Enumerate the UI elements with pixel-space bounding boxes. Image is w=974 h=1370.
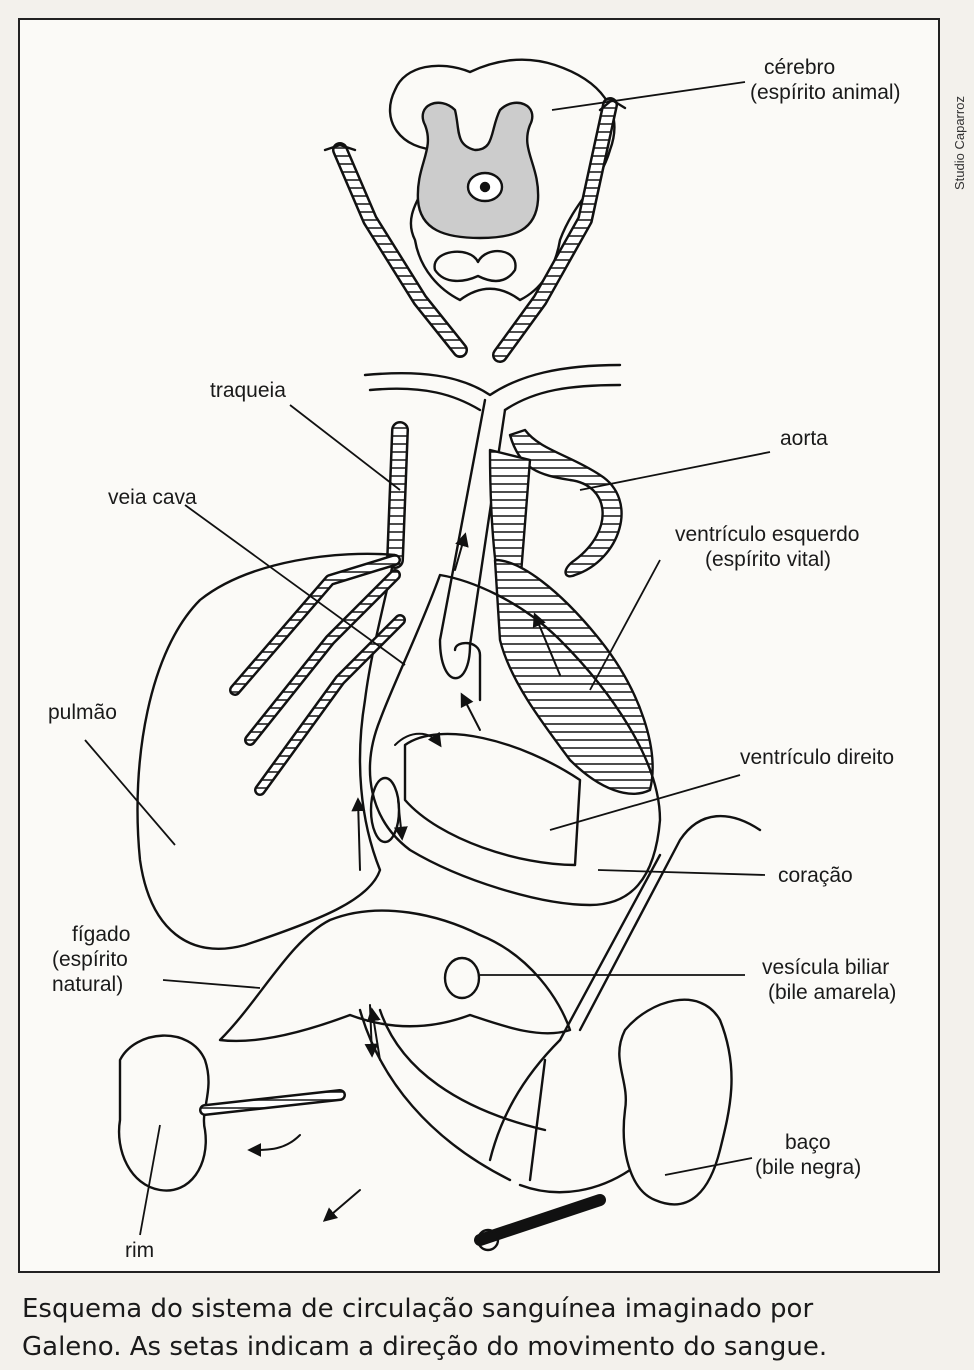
arrow-lower: [325, 1190, 360, 1220]
left-ventricle: [495, 560, 653, 794]
label-coracao-text: coração: [778, 863, 853, 888]
label-aorta-text: aorta: [780, 426, 828, 451]
label-ventriculo-direito-text: ventrículo direito: [740, 745, 894, 770]
label-pulmao: pulmão: [48, 700, 117, 725]
septum-pore: [371, 778, 399, 842]
label-ventriculo-direito: ventrículo direito: [740, 745, 894, 770]
arrow-valve: [462, 695, 480, 730]
gallbladder: [445, 958, 479, 998]
portal-vessels: [360, 1010, 560, 1180]
label-baco: baço (bile negra): [755, 1130, 861, 1180]
label-ventriculo-esquerdo: ventrículo esquerdo (espírito vital): [675, 522, 859, 572]
figure-caption: Esquema do sistema de circulação sanguín…: [22, 1290, 962, 1366]
label-rim-text: rim: [125, 1238, 154, 1263]
label-baco-line2: (bile negra): [755, 1155, 861, 1180]
right-ventricle: [405, 734, 580, 865]
label-aorta: aorta: [780, 426, 828, 451]
caption-line1: Esquema do sistema de circulação sanguín…: [22, 1290, 962, 1328]
label-rim: rim: [125, 1238, 154, 1263]
label-traqueia-text: traqueia: [210, 378, 286, 403]
brain-lobes: [435, 251, 516, 281]
arrow-heart-left: [358, 800, 360, 870]
label-figado: fígado (espírito natural): [52, 922, 130, 997]
image-credit: Studio Caparroz: [952, 40, 972, 190]
label-figado-line3: natural): [52, 972, 130, 997]
label-figado-line1: fígado: [52, 922, 130, 947]
label-coracao: coração: [778, 863, 853, 888]
arrow-kidney: [250, 1135, 300, 1150]
label-ventriculo-esquerdo-line2: (espírito vital): [675, 547, 859, 572]
heart-valve: [455, 643, 480, 700]
label-cerebro: cérebro (espírito animal): [750, 55, 901, 105]
brain-pupil: [481, 183, 489, 191]
circulation-diagram: [0, 0, 974, 1280]
label-veia-cava-text: veia cava: [108, 485, 197, 510]
label-vesicula: vesícula biliar (bile amarela): [762, 955, 896, 1005]
brain-core: [418, 103, 538, 238]
label-figado-line2: (espírito: [52, 947, 130, 972]
label-cerebro-line1: cérebro: [750, 55, 901, 80]
label-baco-line1: baço: [755, 1130, 861, 1155]
label-veia-cava: veia cava: [108, 485, 197, 510]
vessel-arch: [365, 365, 620, 395]
leader-lines: [85, 82, 770, 1235]
label-ventriculo-esquerdo-line1: ventrículo esquerdo: [675, 522, 859, 547]
label-traqueia: traqueia: [210, 378, 286, 403]
label-vesicula-line1: vesícula biliar: [762, 955, 896, 980]
label-vesicula-line2: (bile amarela): [762, 980, 896, 1005]
label-cerebro-line2: (espírito animal): [750, 80, 901, 105]
label-pulmao-text: pulmão: [48, 700, 117, 725]
caption-line2: Galeno. As setas indicam a direção do mo…: [22, 1328, 962, 1366]
kidney: [119, 1036, 208, 1191]
head-vessel-tips: [325, 100, 625, 150]
